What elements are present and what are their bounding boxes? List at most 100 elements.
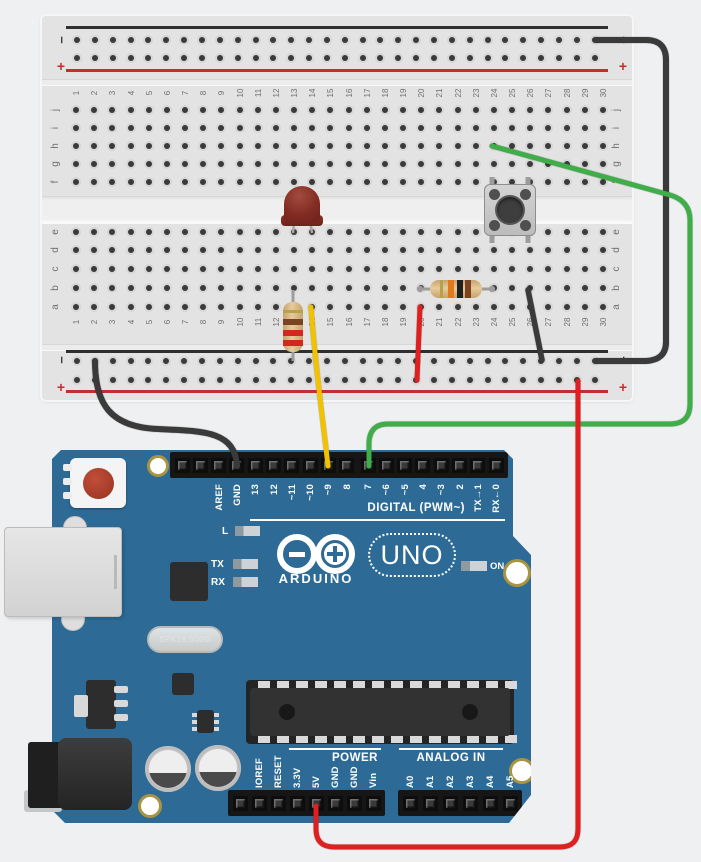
breadboard-hole[interactable] [527, 304, 534, 310]
breadboard-hole[interactable] [599, 285, 606, 291]
breadboard-hole[interactable] [163, 247, 170, 253]
breadboard-hole[interactable] [381, 304, 388, 310]
breadboard-hole[interactable] [509, 247, 516, 253]
breadboard-hole[interactable] [581, 266, 588, 272]
breadboard-hole[interactable] [127, 266, 134, 272]
breadboard-hole[interactable] [545, 125, 552, 131]
breadboard-hole[interactable] [454, 304, 461, 310]
pin-socket[interactable] [346, 795, 362, 811]
breadboard-hole[interactable] [200, 107, 207, 113]
breadboard-rail-hole[interactable] [431, 358, 437, 364]
breadboard-hole[interactable] [345, 125, 352, 131]
breadboard-rail-hole[interactable] [359, 37, 366, 43]
breadboard-rail-hole[interactable] [538, 377, 545, 383]
breadboard-rail-hole[interactable] [270, 37, 277, 43]
breadboard-hole[interactable] [182, 266, 189, 272]
breadboard-hole[interactable] [236, 229, 243, 235]
breadboard-rail-hole[interactable] [413, 358, 420, 364]
breadboard-hole[interactable] [345, 247, 352, 253]
pin-socket[interactable] [302, 457, 318, 473]
breadboard-rail-hole[interactable] [109, 358, 116, 364]
pin-socket[interactable] [270, 795, 286, 811]
breadboard-hole[interactable] [163, 285, 170, 291]
pin-socket[interactable] [192, 457, 208, 473]
breadboard-hole[interactable] [309, 125, 316, 131]
breadboard-hole[interactable] [545, 161, 552, 167]
breadboard-hole[interactable] [454, 107, 461, 113]
breadboard-hole[interactable] [490, 304, 497, 310]
breadboard-hole[interactable] [563, 125, 570, 131]
breadboard-hole[interactable] [73, 107, 79, 113]
breadboard-hole[interactable] [182, 179, 189, 185]
breadboard-hole[interactable] [345, 143, 352, 149]
breadboard-hole[interactable] [581, 229, 588, 235]
breadboard-hole[interactable] [436, 304, 443, 310]
breadboard-hole[interactable] [254, 143, 261, 149]
breadboard-hole[interactable] [291, 107, 298, 113]
breadboard-hole[interactable] [200, 179, 207, 185]
breadboard-rail-hole[interactable] [538, 37, 545, 43]
breadboard-rail-hole[interactable] [591, 55, 598, 61]
breadboard-hole[interactable] [163, 125, 170, 131]
breadboard-rail-hole[interactable] [163, 55, 170, 61]
breadboard-hole[interactable] [400, 125, 407, 131]
breadboard-rail-hole[interactable] [270, 55, 277, 61]
breadboard-rail-hole[interactable] [413, 377, 420, 383]
breadboard-hole[interactable] [309, 179, 316, 185]
breadboard-hole[interactable] [400, 266, 407, 272]
breadboard-hole[interactable] [272, 285, 279, 291]
breadboard-hole[interactable] [127, 229, 134, 235]
breadboard-hole[interactable] [109, 161, 116, 167]
breadboard-hole[interactable] [563, 161, 570, 167]
breadboard-hole[interactable] [272, 107, 279, 113]
breadboard-rail-hole[interactable] [306, 37, 313, 43]
breadboard-hole[interactable] [254, 229, 261, 235]
breadboard-hole[interactable] [418, 179, 425, 185]
breadboard-hole[interactable] [272, 143, 279, 149]
breadboard-hole[interactable] [436, 107, 443, 113]
pin-socket[interactable] [327, 795, 343, 811]
breadboard-rail-hole[interactable] [270, 358, 277, 364]
pin-socket[interactable] [433, 457, 449, 473]
pin-socket[interactable] [365, 795, 381, 811]
breadboard-hole[interactable] [436, 143, 443, 149]
breadboard-rail-hole[interactable] [520, 377, 527, 383]
breadboard-hole[interactable] [472, 161, 479, 167]
breadboard-hole[interactable] [91, 266, 98, 272]
breadboard-hole[interactable] [182, 125, 189, 131]
breadboard-hole[interactable] [254, 107, 261, 113]
breadboard-hole[interactable] [327, 285, 334, 291]
breadboard-hole[interactable] [236, 285, 243, 291]
breadboard-hole[interactable] [272, 161, 279, 167]
breadboard-hole[interactable] [400, 107, 407, 113]
breadboard-rail-hole[interactable] [502, 55, 509, 61]
breadboard-rail-hole[interactable] [341, 37, 348, 43]
breadboard-hole[interactable] [327, 107, 334, 113]
breadboard-hole[interactable] [599, 179, 606, 185]
breadboard-rail-hole[interactable] [91, 358, 98, 364]
reset-button-cap[interactable] [83, 468, 114, 499]
breadboard-rail-hole[interactable] [109, 377, 116, 383]
pin-socket[interactable] [442, 795, 458, 811]
breadboard-rail-hole[interactable] [252, 358, 259, 364]
breadboard-hole[interactable] [436, 247, 443, 253]
breadboard-hole[interactable] [472, 247, 479, 253]
breadboard-hole[interactable] [127, 285, 134, 291]
breadboard-rail-hole[interactable] [252, 55, 259, 61]
breadboard-hole[interactable] [454, 247, 461, 253]
breadboard-hole[interactable] [91, 125, 98, 131]
breadboard-rail-hole[interactable] [216, 37, 223, 43]
breadboard-hole[interactable] [400, 304, 407, 310]
breadboard-rail-hole[interactable] [359, 358, 366, 364]
breadboard-hole[interactable] [145, 107, 152, 113]
breadboard-hole[interactable] [581, 143, 588, 149]
breadboard-hole[interactable] [527, 266, 534, 272]
breadboard-hole[interactable] [345, 161, 352, 167]
breadboard-hole[interactable] [109, 229, 116, 235]
breadboard-hole[interactable] [436, 229, 443, 235]
breadboard-hole[interactable] [436, 266, 443, 272]
pin-socket[interactable] [402, 795, 418, 811]
resistor-10k-horizontal[interactable] [430, 280, 482, 298]
breadboard-hole[interactable] [182, 247, 189, 253]
breadboard-rail-hole[interactable] [181, 55, 188, 61]
